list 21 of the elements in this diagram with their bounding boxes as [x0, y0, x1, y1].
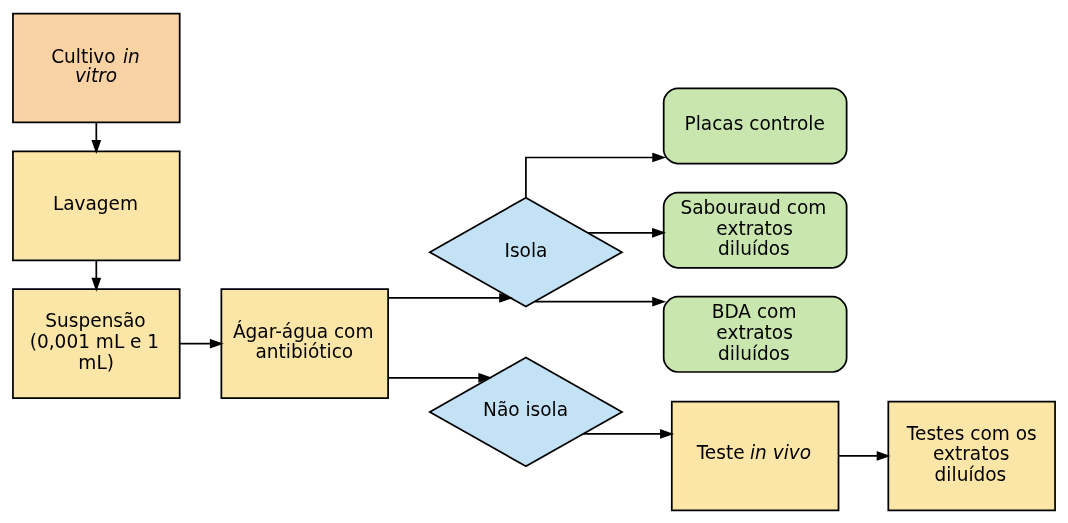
arrow [587, 227, 666, 238]
node-box: Teste in vivo [670, 400, 840, 511]
arrow [387, 372, 493, 383]
node-box: Sabouraud com extratos diluídos [662, 191, 848, 269]
node-box: Ágar-água com antibiótico [220, 287, 389, 399]
node-box: Cultivo in vitro [12, 12, 181, 123]
arrow [179, 338, 224, 348]
node-box: Testes com os extratos diluídos [887, 400, 1056, 511]
node-box: Suspensão (0,001 mL e 1 mL) [12, 287, 181, 399]
arrow [582, 428, 674, 439]
arrow [525, 152, 667, 198]
arrow [837, 450, 891, 461]
arrow [387, 292, 514, 303]
node-box: Lavagem [12, 150, 181, 261]
arrow [91, 121, 102, 154]
node-box: BDA com extratos diluídos [662, 295, 848, 373]
node-diamond: Isola [428, 196, 624, 308]
node-diamond: Não isola [428, 356, 624, 467]
arrow [533, 296, 667, 307]
arrow [91, 258, 102, 292]
node-box: Placas controle [662, 86, 848, 164]
